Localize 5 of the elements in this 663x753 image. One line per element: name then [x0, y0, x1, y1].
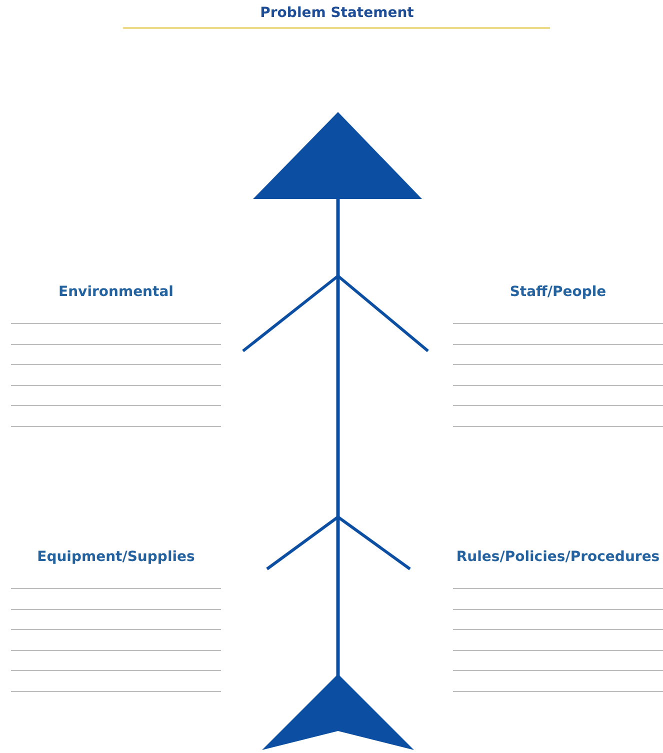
category-heading: Equipment/Supplies	[37, 549, 195, 565]
problem-statement-heading: Problem Statement	[260, 5, 414, 21]
category-heading: Rules/Policies/Procedures	[456, 549, 660, 565]
category-heading: Staff/People	[510, 284, 606, 300]
category-heading: Environmental	[58, 284, 174, 300]
